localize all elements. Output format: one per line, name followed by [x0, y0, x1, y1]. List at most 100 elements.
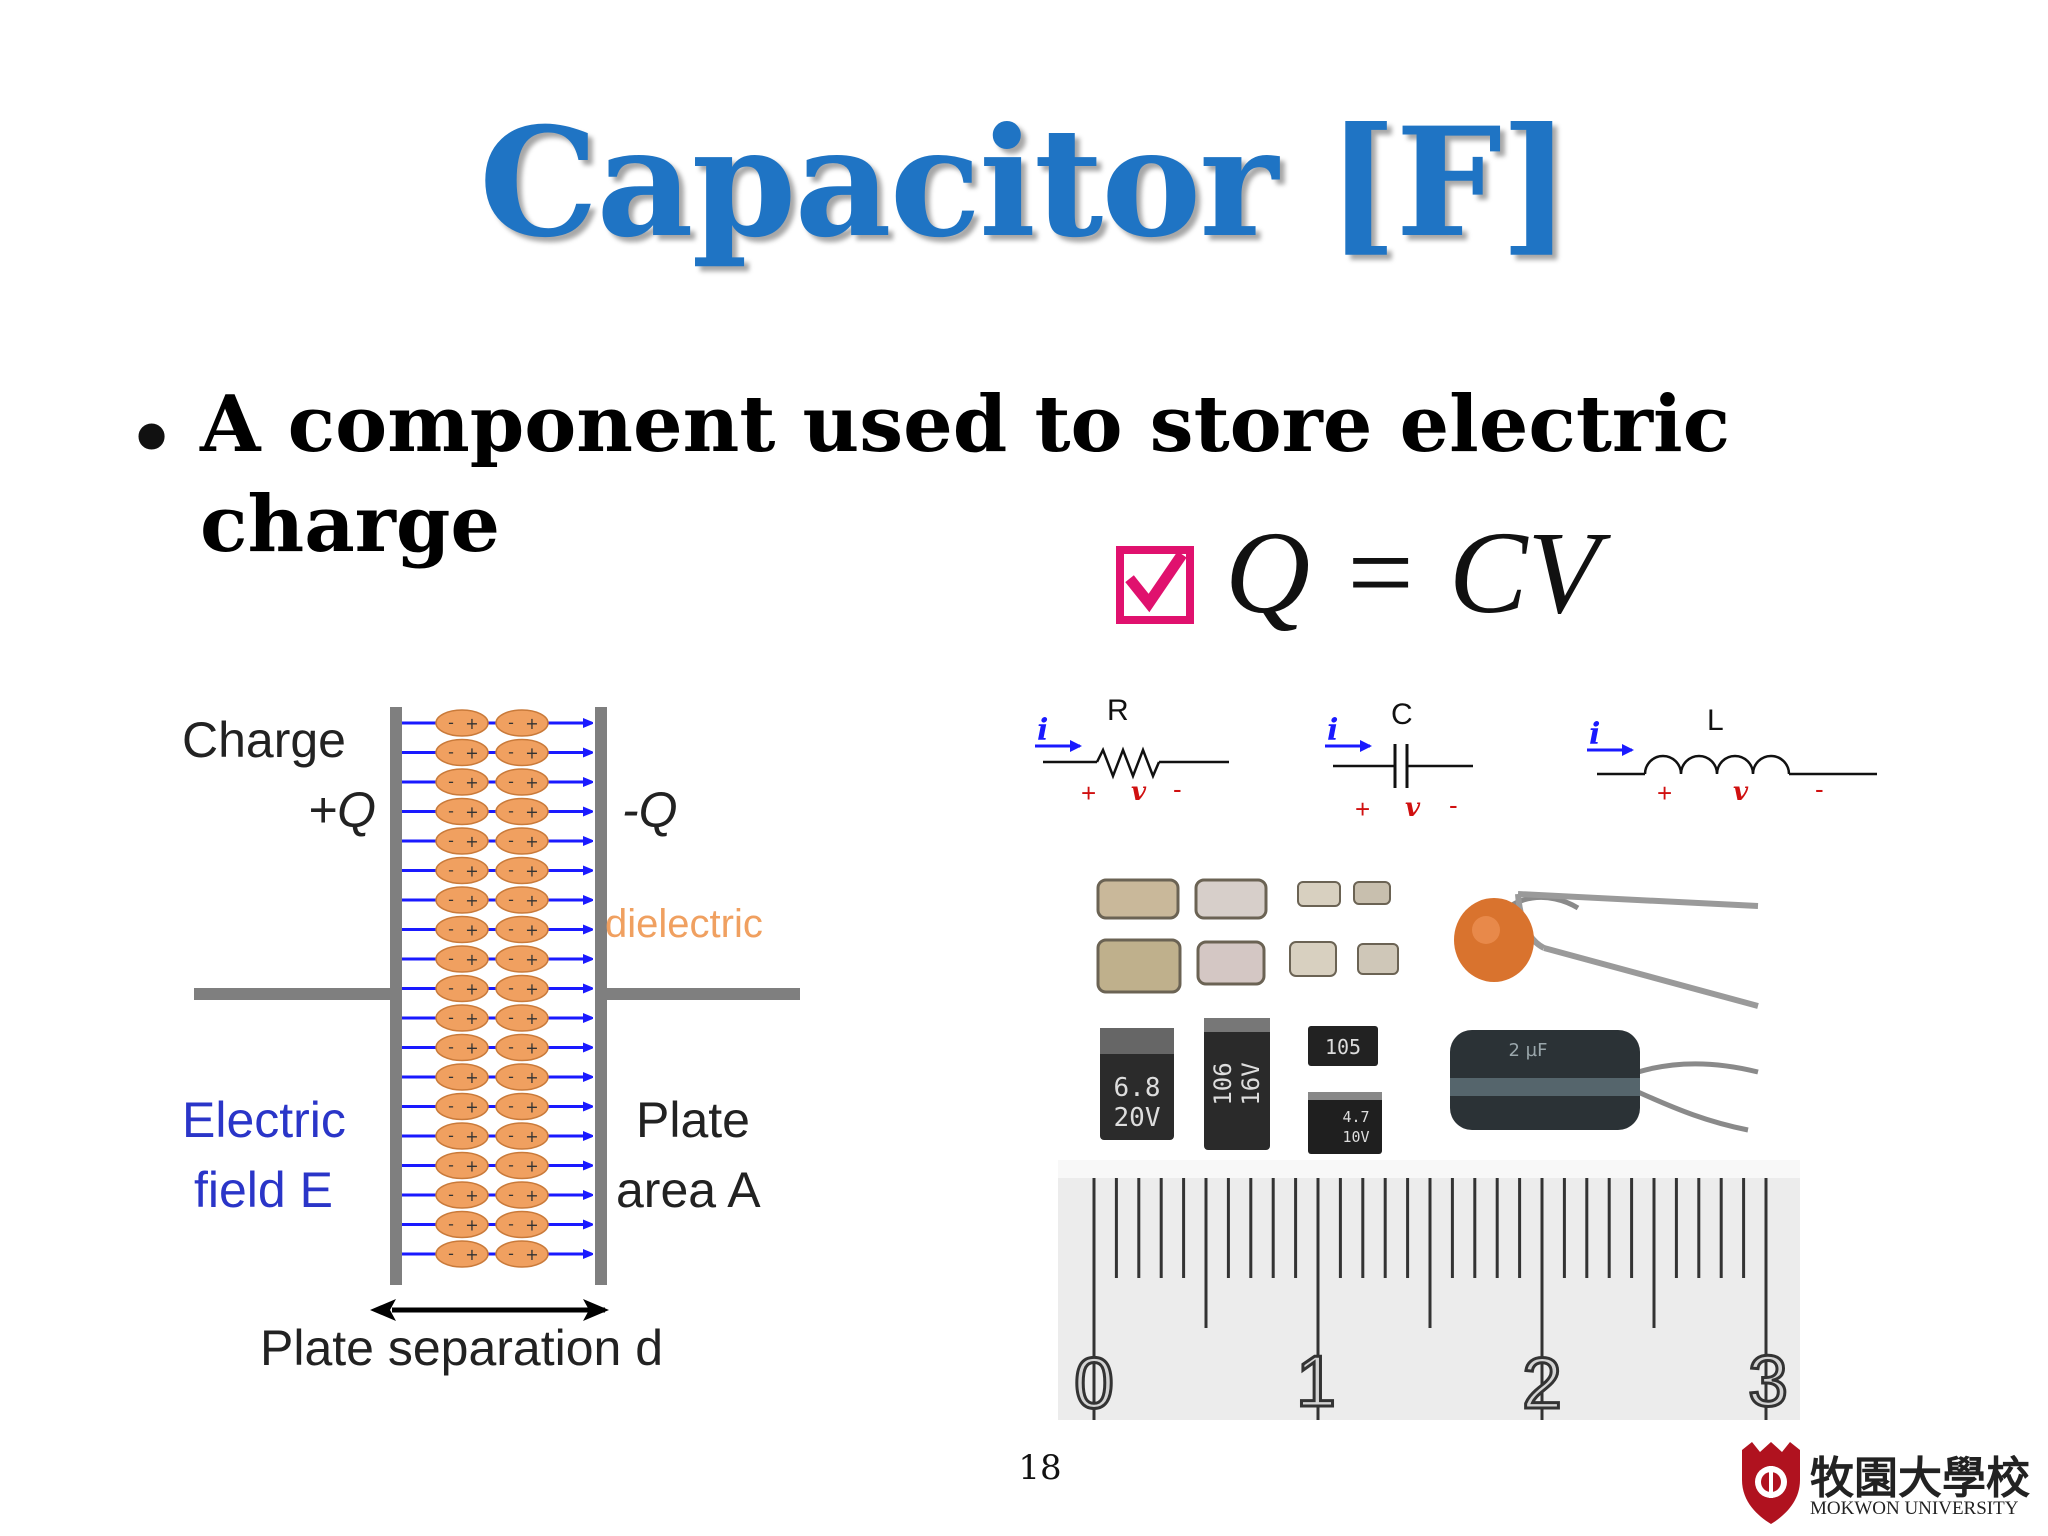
svg-text:-: -	[508, 772, 514, 791]
svg-text:+: +	[465, 714, 478, 733]
ruler: 0 1 2 3	[1058, 1160, 1800, 1420]
university-logo: 牧園大學校 MOKWON UNIVERSITY	[1738, 1440, 2038, 1530]
dipole: -+	[495, 1210, 549, 1239]
svg-text:+: +	[525, 950, 538, 969]
svg-text:-: -	[448, 743, 454, 762]
dipole: -+	[435, 1181, 489, 1209]
svg-text:-: -	[448, 1126, 454, 1145]
svg-text:+: +	[525, 1245, 538, 1264]
svg-text:+: +	[465, 803, 478, 822]
svg-text:+: +	[465, 1157, 478, 1176]
svg-text:-: -	[448, 1008, 454, 1027]
svg-text:-: -	[508, 949, 514, 968]
svg-text:+: +	[525, 803, 538, 822]
svg-text:+: +	[525, 744, 538, 763]
plate-area-label-line2: area A	[616, 1162, 761, 1218]
inductor-symbol: i L + v -	[1587, 704, 1877, 808]
dipole: -+	[435, 974, 489, 1003]
dipole: -+	[495, 1033, 549, 1062]
plate-area-label-line1: Plate	[636, 1092, 750, 1148]
svg-text:+: +	[525, 1157, 538, 1176]
electrolytic-mark: 2 µF	[1509, 1040, 1548, 1061]
svg-text:+: +	[525, 862, 538, 881]
svg-text:+: +	[525, 832, 538, 851]
dielectric-label: dielectric	[605, 902, 763, 946]
ruler-label-1: 1	[1296, 1342, 1336, 1420]
ceramic-disc-capacitor	[1454, 891, 1759, 1009]
dipole: -+	[495, 1004, 549, 1032]
svg-text:+: +	[465, 1098, 478, 1117]
svg-text:+: +	[465, 1186, 478, 1205]
dipole: -+	[495, 1122, 549, 1150]
current-label-l: i	[1589, 717, 1600, 752]
svg-text:-: -	[508, 861, 514, 880]
ruler-label-3: 3	[1748, 1342, 1788, 1420]
dipole: -+	[435, 1092, 489, 1121]
dipole: -+	[435, 768, 489, 796]
electric-field-label-line1: Electric	[182, 1092, 346, 1148]
dipole: -+	[495, 1181, 549, 1209]
current-label-c: i	[1327, 713, 1338, 748]
svg-text:-: -	[508, 743, 514, 762]
svg-text:+: +	[465, 950, 478, 969]
logo-name-cn: 牧園大學校	[1810, 1453, 2030, 1504]
svg-text:+: +	[525, 891, 538, 910]
svg-text:+: +	[525, 1068, 538, 1087]
left-wire	[194, 988, 394, 1000]
dipole: -+	[495, 797, 549, 826]
dipole: -+	[495, 1063, 549, 1091]
dipole: -+	[495, 1151, 549, 1180]
svg-text:+: +	[525, 1098, 538, 1117]
dipole: -+	[495, 768, 549, 796]
svg-text:+: +	[465, 1127, 478, 1146]
svg-text:-: -	[448, 1156, 454, 1175]
dipole: -+	[495, 886, 549, 914]
svg-text:-: -	[448, 713, 454, 732]
svg-text:-: -	[508, 1038, 514, 1057]
dipole: -+	[495, 1092, 549, 1121]
l-label: L	[1707, 704, 1724, 737]
plus-sign-r: +	[1081, 778, 1096, 808]
dipole: -+	[435, 827, 489, 855]
plus-q-label: +Q	[308, 782, 376, 838]
svg-text:-: -	[508, 1126, 514, 1145]
checkbox-icon	[1116, 546, 1194, 624]
svg-text:-: -	[508, 1185, 514, 1204]
right-wire	[600, 988, 800, 1000]
page-number: 18	[1018, 1448, 1062, 1488]
dielectric-dipoles: -+-+-+-+-+-+-+-+-+-+-+-+-+-+-+-+-+-+-+-+…	[435, 709, 549, 1268]
dipole: -+	[435, 856, 489, 885]
tantalum-mark-4a: 4.7	[1342, 1108, 1369, 1126]
svg-text:+: +	[465, 1009, 478, 1028]
bullet-dot: •	[125, 387, 179, 492]
svg-text:-: -	[508, 1215, 514, 1234]
dipole: -+	[435, 709, 489, 737]
svg-text:+: +	[465, 744, 478, 763]
dipole: -+	[435, 1122, 489, 1150]
dipole: -+	[435, 945, 489, 973]
dipole: -+	[495, 856, 549, 885]
svg-text:+: +	[525, 1009, 538, 1028]
left-plate	[390, 707, 402, 1285]
dipole: -+	[435, 1240, 489, 1268]
c-label: C	[1391, 698, 1413, 731]
dipole: -+	[435, 1063, 489, 1091]
svg-text:-: -	[508, 920, 514, 939]
svg-text:+: +	[525, 1039, 538, 1058]
tantalum-mark-2a: 106	[1209, 1062, 1237, 1105]
tantalum-mark-2b: 16V	[1237, 1062, 1265, 1105]
svg-text:-: -	[448, 920, 454, 939]
current-label-r: i	[1037, 713, 1048, 748]
svg-text:-: -	[448, 802, 454, 821]
svg-text:-: -	[448, 1038, 454, 1057]
svg-text:+: +	[465, 980, 478, 999]
svg-text:-: -	[448, 772, 454, 791]
plus-sign-l: +	[1657, 778, 1672, 808]
svg-text:+: +	[525, 773, 538, 792]
svg-text:+: +	[465, 891, 478, 910]
capacitor-diagram: -+-+-+-+-+-+-+-+-+-+-+-+-+-+-+-+-+-+-+-+…	[182, 707, 800, 1376]
svg-text:-: -	[448, 831, 454, 850]
minus-sign-c: -	[1449, 790, 1458, 820]
svg-text:+: +	[465, 832, 478, 851]
